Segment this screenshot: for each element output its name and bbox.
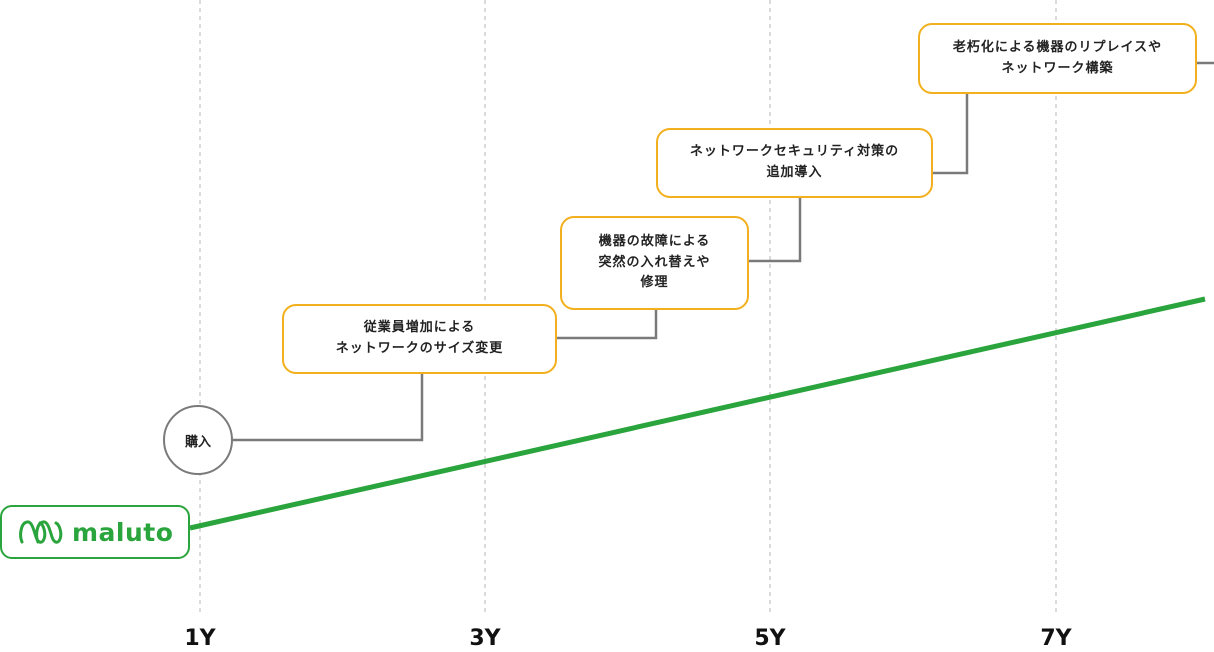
purchase-label: 購入: [184, 434, 211, 450]
maluto-trend-line: [189, 296, 1206, 531]
event-text-line: 突然の入れ替えや: [598, 254, 711, 270]
connector-event2-to-event3: [748, 197, 802, 263]
event-text-line: 修理: [640, 275, 669, 291]
x-label-1y: 1Y: [184, 626, 216, 651]
event-box-equipment-failure: 機器の故障による 突然の入れ替えや 修理: [560, 216, 749, 310]
x-label-5y: 5Y: [754, 626, 786, 651]
brand-name: maluto: [72, 517, 174, 547]
event-text-line: ネットワークのサイズ変更: [335, 341, 504, 356]
x-label-3y: 3Y: [469, 626, 501, 651]
x-label-7y: 7Y: [1040, 626, 1072, 651]
connector-event1-to-event2: [556, 309, 658, 340]
event-box-security-measures: ネットワークセキュリティ対策の 追加導入: [656, 128, 933, 198]
event-text-line: 機器の故障による: [598, 233, 711, 249]
event-text-line: ネットワークセキュリティ対策の: [689, 144, 900, 160]
connector-event3-to-event4: [932, 93, 969, 175]
maluto-brand-box: maluto: [0, 505, 190, 559]
infinity-loops-icon: [19, 520, 63, 544]
event-box-equipment-replacement: 老朽化による機器のリプレイスや ネットワーク構築: [918, 23, 1197, 94]
connector-start-to-event1: [233, 373, 424, 442]
event-text-line: ネットワーク構築: [1001, 60, 1114, 76]
event-text-line: 従業員増加による: [363, 320, 476, 336]
purchase-start-node: 購入: [163, 405, 233, 475]
event-box-network-resize: 従業員増加による ネットワークのサイズ変更: [282, 304, 557, 374]
event-text-line: 老朽化による機器のリプレイスや: [952, 39, 1163, 55]
event-text-line: 追加導入: [766, 165, 823, 180]
